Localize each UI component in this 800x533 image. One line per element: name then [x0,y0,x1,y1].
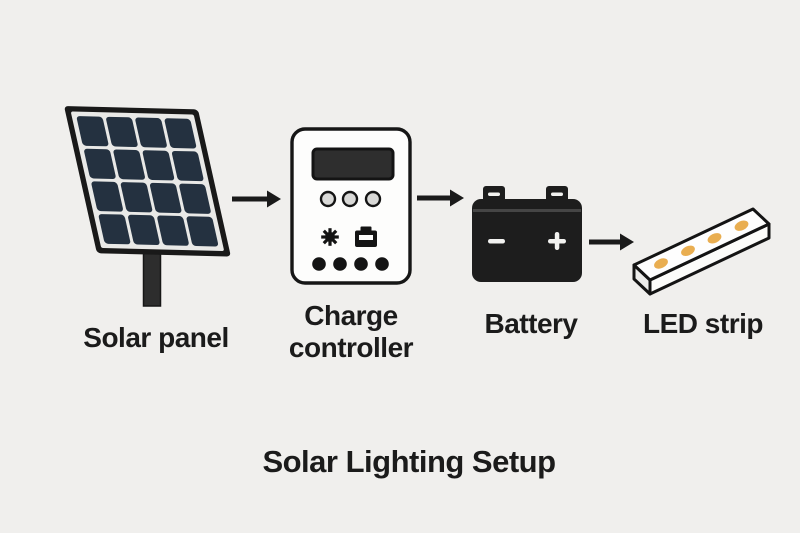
charge-controller [290,127,412,285]
solar-cell [135,117,167,148]
indicator-dot [333,257,347,271]
solar-cell [171,150,204,182]
minus-symbol [488,239,505,244]
solar-cell [76,116,109,147]
controller-screen [311,147,395,181]
controller-button [341,190,359,208]
solar-cell [120,182,153,213]
indicator-dot [375,257,389,271]
led-strip [632,207,771,296]
arrow-panel-to-controller [232,190,281,208]
solar-panel [64,106,231,307]
led-chip [654,258,668,269]
controller-buttons [319,190,382,208]
battery-body [472,199,582,282]
controller-indicator-dots [312,257,389,271]
battery-icon [355,226,377,247]
terminal-slot [488,192,500,196]
label-led-strip: LED strip [643,308,763,339]
led-chip [681,245,695,256]
plus-symbol [548,232,566,250]
indicator-dot [312,257,326,271]
arrow-battery-to-led [589,233,634,251]
solar-cell [113,149,145,180]
solar-cell [142,150,175,181]
battery-seam-line [473,209,581,212]
terminal-slot [551,192,563,196]
solar-cell [179,183,211,214]
solar-cell [164,118,197,149]
led-chip [734,220,749,231]
solar-cell [157,215,189,246]
solar-cell [106,116,138,148]
sun-icon [321,228,339,246]
solar-cell [149,182,182,214]
solar-panel-board [64,106,231,257]
solar-cell [84,148,116,179]
label-charge-controller-line2: controller [289,332,414,363]
page-title: Solar Lighting Setup [262,444,555,479]
solar-cell [91,181,123,212]
led-chip [707,233,722,244]
label-charge-controller-line1: Charge [304,300,397,331]
indicator-dot [354,257,368,271]
solar-cell [128,214,160,246]
solar-cell [186,216,219,247]
controller-button [364,190,382,208]
label-battery: Battery [485,308,579,339]
battery [472,186,582,282]
controller-button [319,190,337,208]
led-chips [654,220,749,269]
solar-panel-pole [142,247,162,307]
label-solar-panel: Solar panel [83,322,228,353]
solar-cell [98,214,131,245]
arrow-controller-to-battery [417,189,464,207]
solar-panel-cells [76,116,219,247]
